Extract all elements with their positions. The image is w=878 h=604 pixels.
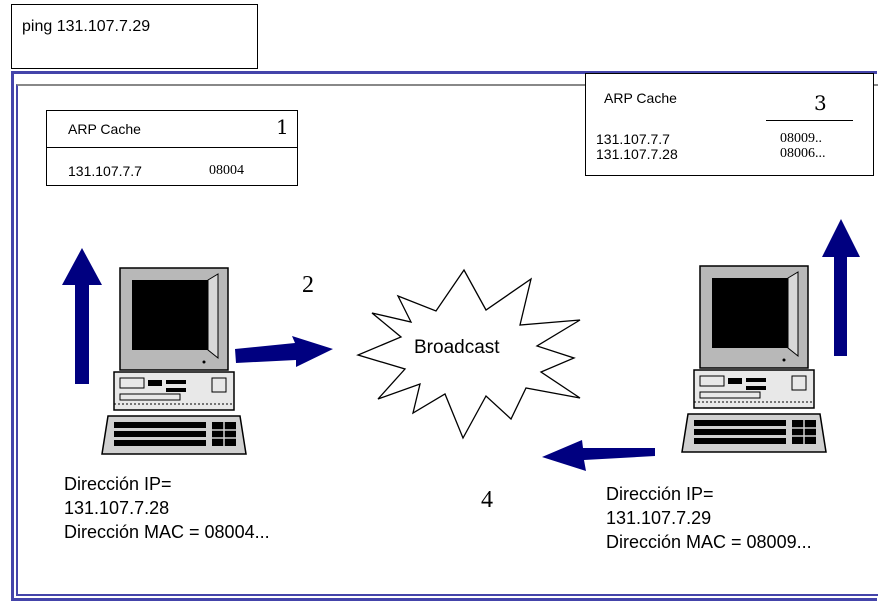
arp-cache-left: ARP Cache 1 131.107.7.7 08004	[46, 110, 298, 186]
computer-right-icon	[681, 265, 827, 453]
host-right-mac: Dirección MAC = 08009...	[606, 532, 812, 552]
arp-cache-title: ARP Cache	[604, 90, 677, 106]
host-left-ip: 131.107.7.28	[64, 498, 170, 518]
arp-entry-mac: 08006...	[780, 146, 826, 161]
host-right-ip-label: Dirección IP=	[606, 484, 714, 504]
arp-cache-right: ARP Cache 3 131.107.7.7 08009.. 131.107.…	[585, 73, 874, 176]
step-number-2: 2	[302, 272, 314, 298]
host-left-mac: Dirección MAC = 08004...	[64, 522, 270, 542]
host-right-ip: 131.107.7.29	[606, 508, 712, 528]
computer-left-icon	[101, 267, 247, 455]
arrow-left-icon	[542, 440, 655, 471]
step-number-1: 1	[276, 115, 289, 139]
arp-entry-mac: 08004	[209, 163, 244, 178]
command-text: ping 131.107.7.29	[22, 18, 151, 35]
arp-entry-ip: 131.107.7.28	[596, 146, 678, 162]
inner-frame	[16, 84, 878, 596]
arp-entry-ip: 131.107.7.7	[68, 163, 142, 179]
arp-cache-title: ARP Cache	[68, 121, 141, 137]
arp-divider	[766, 120, 853, 121]
arp-entry-ip: 131.107.7.7	[596, 131, 670, 147]
arp-divider	[47, 147, 297, 148]
broadcast-label: Broadcast	[414, 337, 500, 358]
broadcast-burst-shape	[356, 268, 581, 440]
arp-entry-mac: 08009..	[780, 131, 822, 146]
arrow-right-icon	[235, 336, 333, 367]
host-left-ip-label: Dirección IP=	[64, 474, 172, 494]
outer-frame	[11, 71, 877, 601]
host-left-label: Dirección IP= 131.107.7.28 Dirección MAC…	[64, 472, 270, 544]
host-right-label: Dirección IP= 131.107.7.29 Dirección MAC…	[606, 482, 812, 554]
step-number-3: 3	[814, 91, 827, 115]
arrow-up-left-icon	[62, 248, 102, 384]
arrow-up-right-icon	[822, 219, 860, 356]
command-box	[11, 4, 258, 69]
step-number-4: 4	[481, 487, 493, 513]
